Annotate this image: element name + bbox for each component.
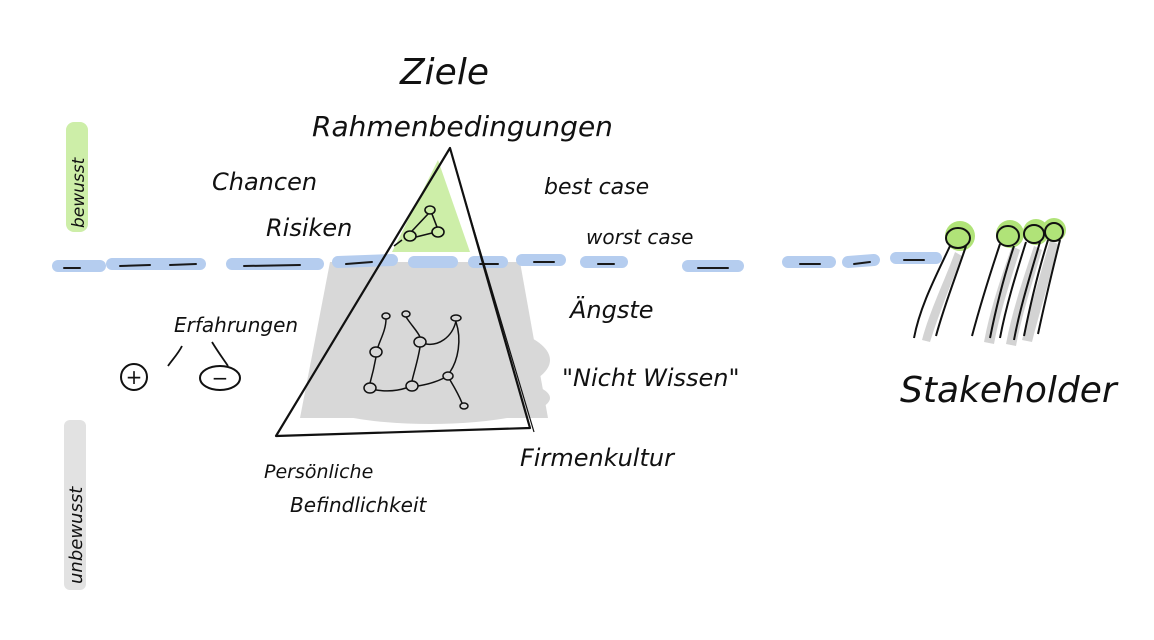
best-case-label: best case: [544, 175, 649, 200]
framework-conditions-label: Rahmenbedingungen: [312, 110, 613, 143]
personal-line1-label: Persönliche: [264, 461, 373, 483]
conscious-highlight: [66, 122, 88, 232]
stakeholder-figures: [913, 218, 1066, 346]
underwater-network: [363, 310, 469, 410]
not-knowing-label: "Nicht Wissen": [562, 364, 740, 392]
worst-case-label: worst case: [586, 225, 693, 249]
tip-network: [393, 205, 445, 247]
experience-branches: [167, 341, 229, 367]
plus-circle-icon: +: [120, 363, 148, 391]
iceberg-triangle: [274, 146, 535, 438]
unconscious-label: unbewusst: [66, 486, 87, 584]
waterline: [52, 252, 942, 272]
risks-label: Risiken: [266, 214, 352, 242]
stakeholder-label: Stakeholder: [900, 370, 1119, 411]
unconscious-highlight: [64, 420, 86, 590]
conscious-label: bewusst: [69, 156, 89, 228]
experiences-label: Erfahrungen: [174, 313, 298, 337]
company-culture-label: Firmenkultur: [520, 444, 676, 472]
svg-text:−: −: [212, 366, 229, 390]
underwater-shading: [300, 262, 550, 424]
chances-label: Chancen: [212, 168, 317, 196]
minus-circle-icon: −: [199, 365, 241, 391]
fears-label: Ängste: [568, 295, 654, 324]
svg-text:+: +: [126, 365, 143, 389]
personal-line2-label: Befindlichkeit: [290, 493, 428, 517]
goals-label: Ziele: [399, 52, 489, 93]
